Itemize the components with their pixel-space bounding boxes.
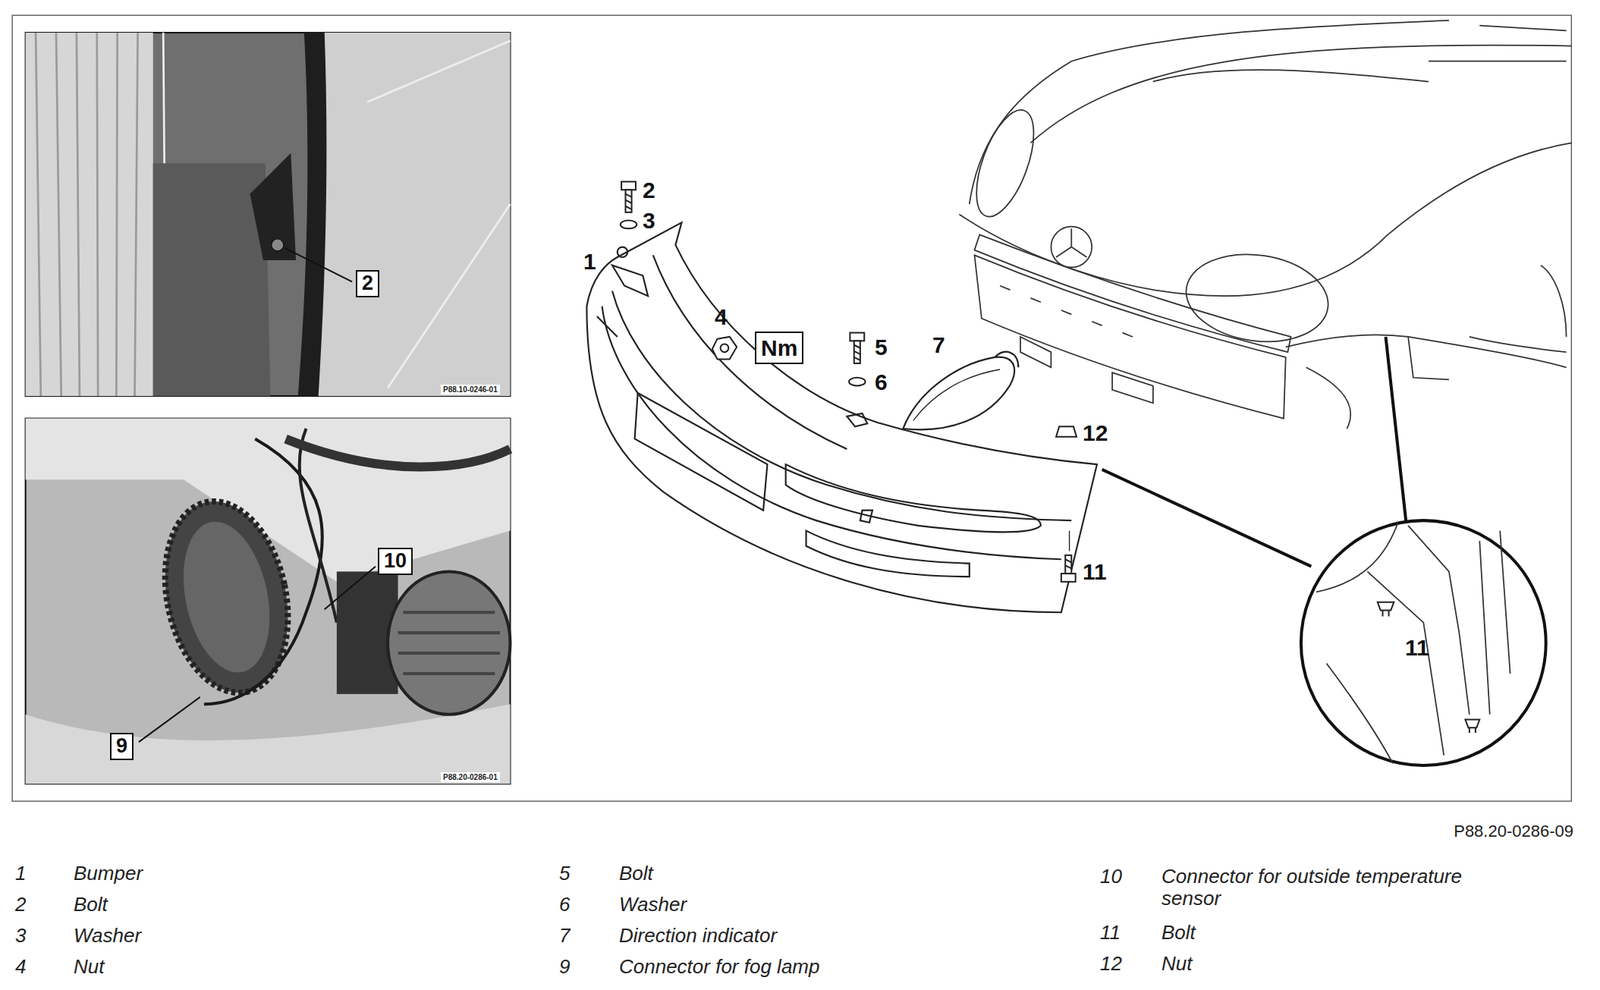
- fasteners: [620, 181, 1077, 582]
- legend-number: 11: [1100, 921, 1121, 944]
- part-name: Bumper: [73, 862, 143, 885]
- part-name: Nut: [73, 955, 104, 978]
- figure-code: P88.10-0246-01: [440, 384, 500, 395]
- photo-fender: [25, 32, 511, 397]
- car-front: [958, 20, 1572, 429]
- direction-indicator: [902, 352, 1019, 430]
- photo-fog-lamp: [25, 418, 511, 785]
- part-name: Washer: [73, 924, 142, 947]
- callout-number: 11: [1405, 634, 1430, 661]
- bumper-drawing: [586, 222, 1098, 613]
- legend-number: 10: [1100, 865, 1123, 888]
- legend-number: 6: [559, 893, 570, 916]
- callout-number: 12: [1082, 420, 1108, 446]
- callout-number: 2: [642, 177, 656, 203]
- legend-number: 5: [559, 862, 570, 885]
- legend-number: 9: [559, 955, 570, 978]
- figure-code: P88.20-0286-01: [440, 772, 500, 783]
- callout-number: 9: [110, 732, 134, 761]
- legend-number: 4: [15, 955, 26, 978]
- callout-number: 6: [874, 369, 888, 395]
- part-name: Nut: [1161, 952, 1192, 975]
- callout-number: 3: [642, 207, 656, 233]
- figure-code: P88.20-0286-09: [1453, 822, 1574, 841]
- indicator-lens: [913, 369, 1000, 421]
- callout-number: 1: [583, 248, 597, 274]
- legend-number: 3: [15, 924, 26, 947]
- callout-number: 4: [714, 304, 728, 330]
- callout-number: 5: [874, 334, 888, 360]
- part-name: Connector for outside temperature sensor: [1161, 865, 1526, 909]
- part-name: Washer: [619, 893, 687, 916]
- callout-number: 10: [377, 547, 413, 576]
- part-name: Bolt: [619, 862, 654, 885]
- legend-number: 12: [1100, 952, 1123, 975]
- legend-number: 1: [15, 862, 26, 885]
- callout-number: 7: [932, 332, 946, 358]
- detail-inset: [1102, 336, 1547, 766]
- legend-number: 2: [15, 893, 26, 916]
- callout-number: 11: [1082, 559, 1107, 585]
- part-name: Bolt: [1161, 921, 1196, 944]
- callout-number: 2: [355, 270, 380, 298]
- legend-number: 7: [559, 924, 570, 947]
- torque-symbol: Nm: [754, 331, 804, 365]
- frame: [12, 15, 1572, 802]
- part-name: Connector for fog lamp: [619, 955, 820, 978]
- part-name: Bolt: [73, 893, 108, 916]
- part-name: Direction indicator: [619, 924, 777, 947]
